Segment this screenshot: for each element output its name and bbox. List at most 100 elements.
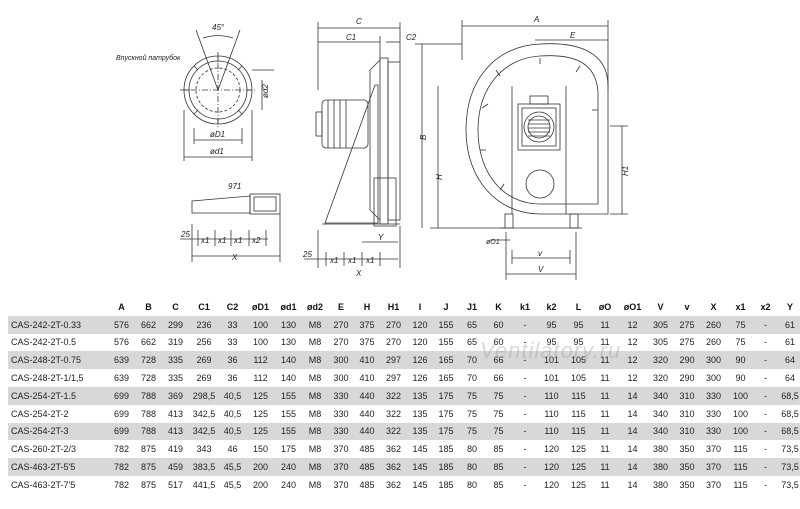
value-cell: 95 [538, 315, 565, 334]
value-cell: 135 [407, 422, 433, 441]
header-K: K [495, 301, 502, 312]
value-cell: 413 [162, 422, 189, 441]
header-H1: H1 [387, 301, 400, 312]
value-cell: - [764, 373, 767, 384]
value-cell: 300 [328, 351, 354, 370]
value-cell: 662 [135, 315, 162, 334]
label-A: A [533, 15, 539, 24]
value-cell: 335 [167, 373, 184, 384]
value-cell: - [523, 444, 527, 455]
value-cell: 14 [618, 386, 647, 405]
value-cell: 66 [485, 351, 512, 370]
value-cell: 440 [359, 408, 375, 419]
value-cell: 370 [333, 444, 349, 455]
header-A: A [118, 301, 125, 312]
value-cell: 320 [647, 351, 674, 370]
value-cell: 14 [627, 444, 638, 455]
value-cell: 125 [570, 444, 587, 455]
value-cell: 75 [493, 408, 504, 419]
label-O1: øO1 [486, 239, 500, 246]
value-cell: 576 [108, 315, 135, 334]
value-cell: 410 [354, 351, 380, 370]
model-cell: CAS-242-2T-0.33 [8, 315, 108, 334]
value-cell: - [512, 386, 538, 405]
value-cell: 275 [679, 337, 695, 348]
value-cell: 310 [679, 408, 695, 419]
value-cell: M8 [308, 337, 322, 348]
value-cell: 256 [196, 337, 212, 348]
label-v: v [538, 249, 543, 258]
value-cell: - [764, 408, 767, 419]
flange-label: 971 [228, 182, 241, 191]
value-cell: M8 [302, 422, 328, 441]
header-I: I [418, 301, 422, 312]
value-cell: 517 [167, 479, 184, 490]
value-cell: 441,5 [192, 479, 216, 490]
value-cell: 75 [459, 386, 485, 405]
value-cell: - [764, 337, 767, 348]
header-J1: J1 [466, 301, 477, 312]
header-k1: k1 [519, 301, 530, 312]
flange-side-view [180, 193, 281, 262]
value-cell: 40,5 [223, 408, 242, 419]
label-d1: ød1 [210, 147, 224, 156]
value-cell: 300 [705, 373, 722, 384]
value-cell: 12 [618, 351, 647, 370]
value-cell: 269 [189, 351, 219, 370]
value-cell: 260 [700, 315, 727, 334]
label-B: B [419, 134, 428, 140]
drawing-svg: Впускной патрубок 45° øD1 ød1 ød2 971 25… [116, 15, 630, 280]
value-cell: 75 [459, 422, 485, 441]
value-cell: 330 [700, 422, 727, 441]
value-cell: 14 [627, 479, 638, 490]
value-cell: 85 [485, 458, 512, 476]
value-cell: 155 [438, 337, 454, 348]
value-cell: 440 [354, 422, 380, 441]
value-cell: 11 [592, 351, 618, 370]
model-cell: CAS-463-2T-5'5 [8, 458, 108, 476]
label-25-left: 25 [180, 230, 190, 239]
value-cell: 100 [727, 422, 754, 441]
value-cell: - [512, 351, 538, 370]
value-cell: 330 [700, 386, 727, 405]
value-cell: 319 [167, 337, 184, 348]
label-V: V [538, 265, 544, 274]
header-model [8, 298, 108, 316]
value-cell: 33 [219, 315, 246, 334]
header-oO: øO [598, 301, 612, 312]
label-x1-b: x1 [217, 236, 226, 245]
value-cell: 68,5 [777, 386, 800, 405]
value-cell: - [523, 337, 527, 348]
value-cell: 270 [380, 315, 407, 334]
value-cell: 101 [543, 373, 560, 384]
value-cell: 12 [618, 315, 647, 334]
value-cell: 70 [466, 373, 477, 384]
value-cell: 782 [113, 479, 130, 490]
value-cell: 200 [252, 479, 269, 490]
value-cell: 125 [246, 422, 275, 441]
header-x1: x1 [735, 301, 746, 312]
value-cell: 75 [485, 422, 512, 441]
value-cell: 61 [777, 315, 800, 334]
value-cell: 413 [167, 408, 184, 419]
value-cell: 135 [407, 386, 433, 405]
value-cell: 370 [705, 479, 722, 490]
label-x1-f: x1 [365, 256, 374, 265]
label-X-left: X [231, 253, 238, 262]
value-cell: 270 [385, 337, 402, 348]
value-cell: - [754, 315, 777, 334]
value-cell: 12 [627, 373, 638, 384]
value-cell: 699 [108, 422, 135, 441]
value-cell: 120 [543, 479, 560, 490]
value-cell: 340 [652, 408, 669, 419]
value-cell: - [512, 422, 538, 441]
header-V: V [657, 301, 664, 312]
value-cell: 175 [438, 408, 454, 419]
value-cell: 875 [140, 479, 157, 490]
value-cell: 64 [784, 373, 795, 384]
